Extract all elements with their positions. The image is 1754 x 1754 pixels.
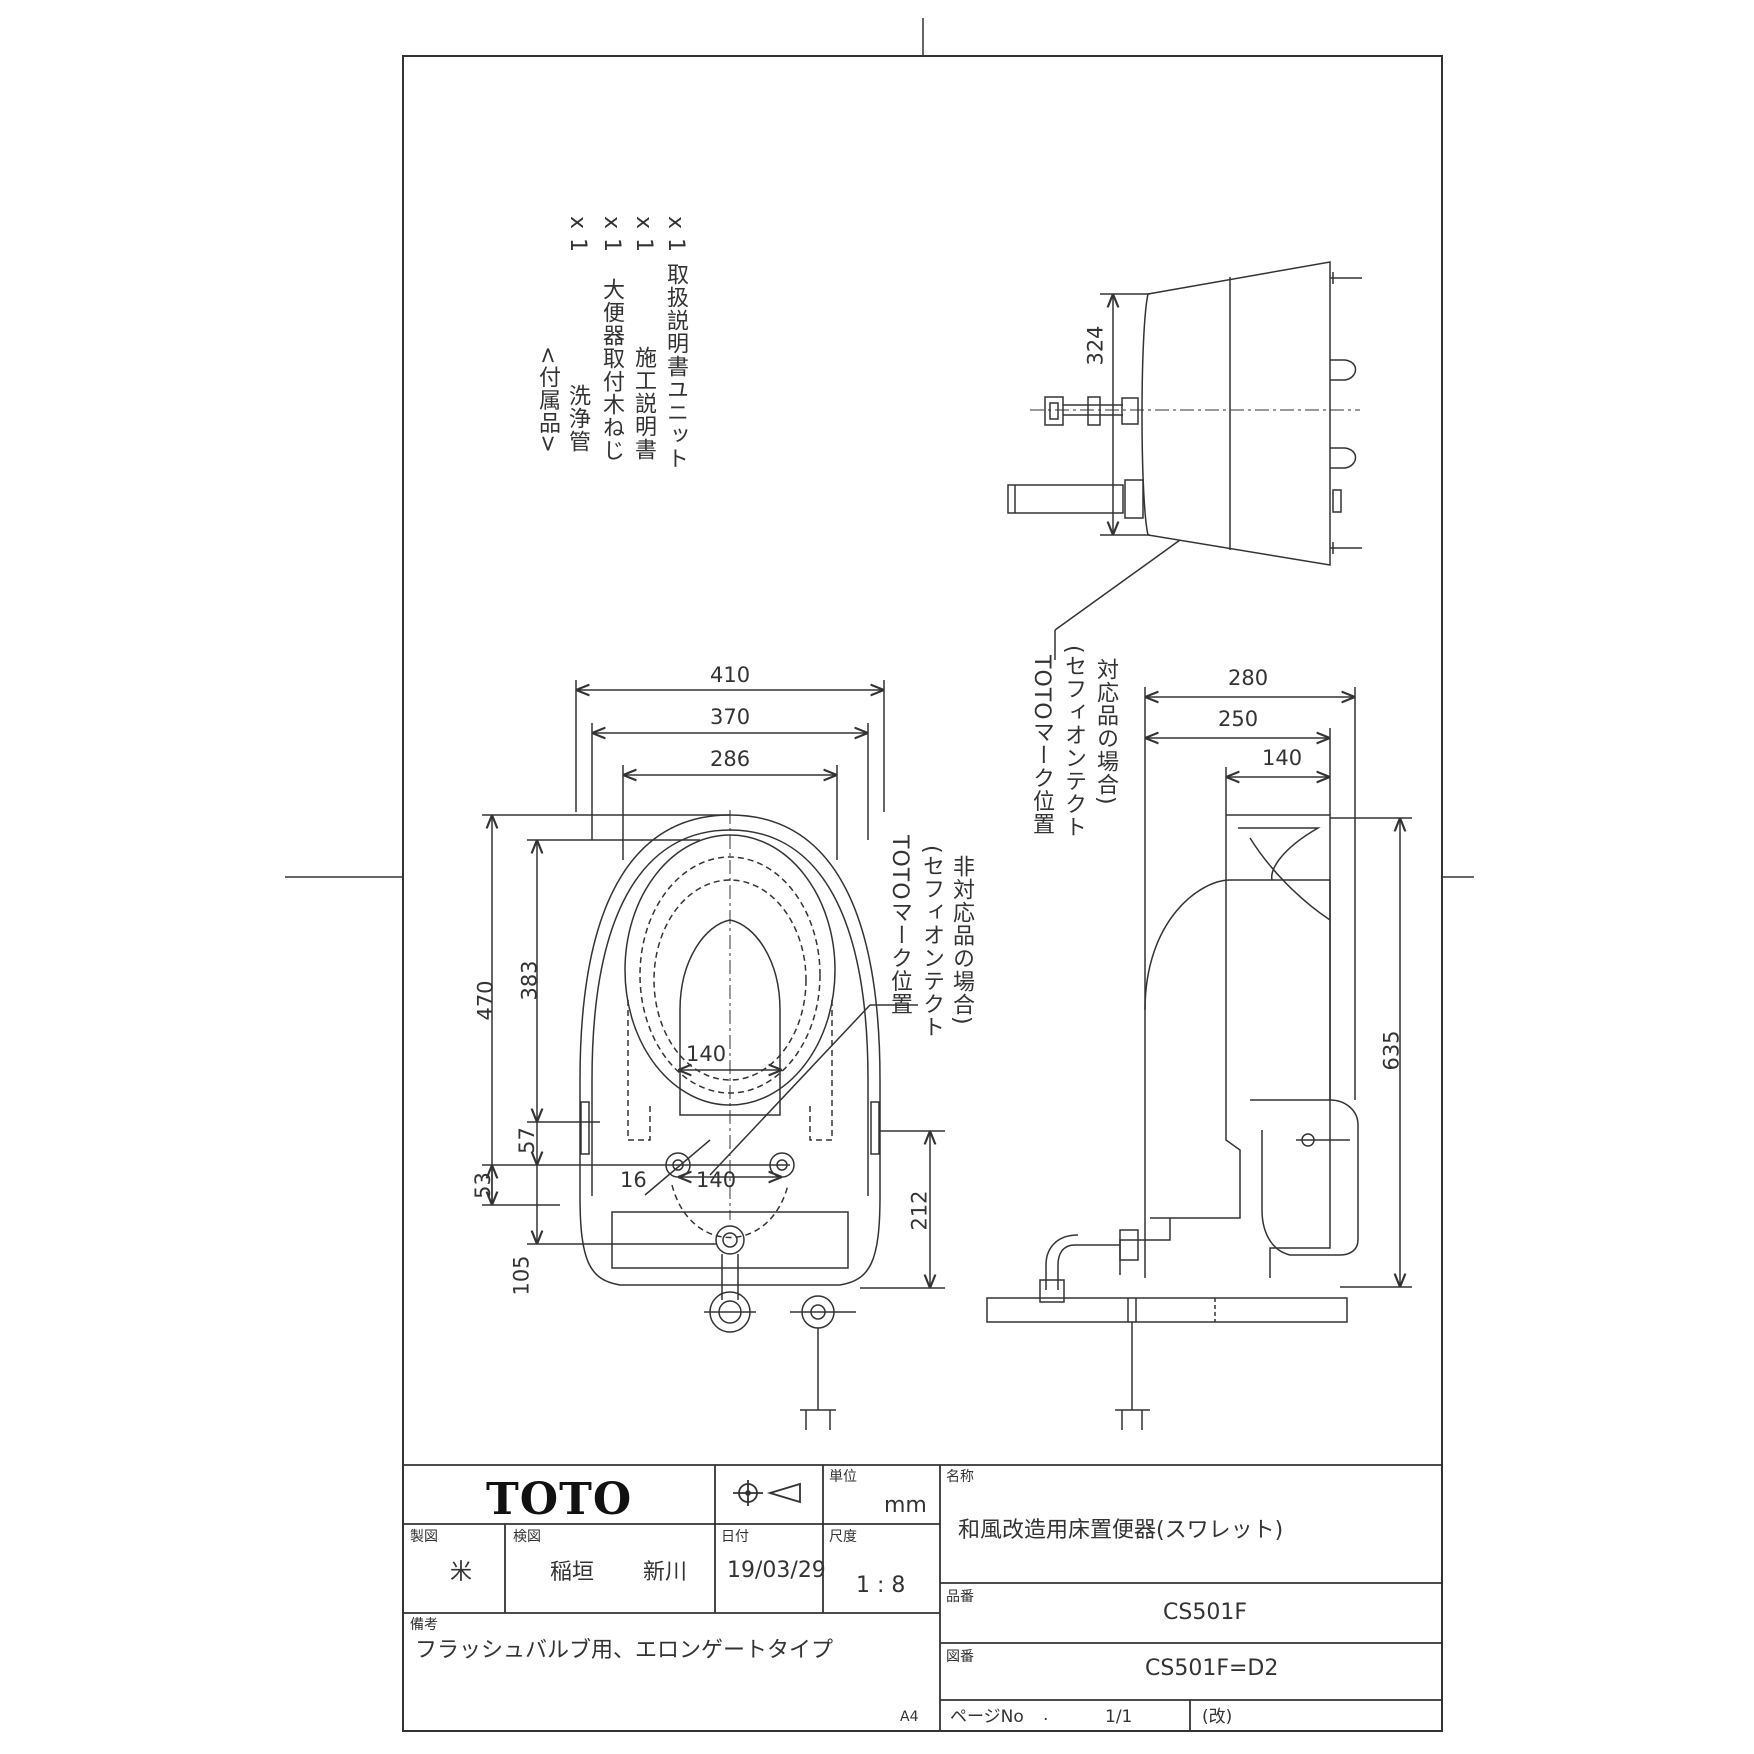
dim-label-635: 635 (1379, 1030, 1404, 1071)
top-mark-note-line2: (セフィオンテクト (1061, 645, 1086, 839)
date-label: 日付 (721, 1529, 749, 1545)
checker-value-1: 稲垣 (550, 1560, 595, 1585)
accessories-header: <付属品> (535, 346, 560, 454)
drawing-number-value: CS501F=D2 (1145, 1656, 1279, 1681)
dim-label-324: 324 (1083, 325, 1108, 366)
scale-value: 1 : 8 (856, 1573, 906, 1598)
dim-label-140-holes: 140 (696, 1168, 737, 1192)
dim-label-250: 250 (1218, 707, 1259, 731)
date-value: 19/03/29 (727, 1558, 826, 1583)
revision-mark: (改) (1202, 1707, 1233, 1727)
page-number-value: 1/1 (1105, 1707, 1133, 1727)
front-mark-note-line2: (セフィオンテクト (919, 845, 944, 1039)
side-view-drawing (986, 814, 1359, 1430)
name-label: 名称 (946, 1469, 974, 1485)
drafter-label: 製図 (410, 1529, 438, 1545)
dim-label-286: 286 (710, 747, 751, 771)
dim-label-370: 370 (710, 705, 751, 729)
accessory-item-qty: x 1 (565, 216, 590, 254)
scale-label: 尺度 (829, 1529, 857, 1545)
dim-label-470: 470 (473, 980, 498, 1021)
part-number-value: CS501F (1163, 1600, 1247, 1625)
dim-label-410: 410 (710, 663, 751, 687)
dim-label-280: 280 (1228, 666, 1269, 690)
dim-label-140-inner: 140 (686, 1042, 727, 1066)
part-number-label: 品番 (946, 1589, 974, 1605)
front-mark-note-line1: TOTOマーク位置 (887, 835, 912, 1016)
front-view-dimensions (482, 680, 945, 1289)
unit-label: 単位 (829, 1469, 857, 1485)
dim-label-212: 212 (907, 1190, 932, 1231)
top-mark-note-line3: 対応品の場合) (1093, 658, 1118, 806)
product-name: 和風改造用床置便器(スワレット) (958, 1518, 1284, 1543)
accessory-item-qty: x 1 (663, 216, 688, 254)
dim-label-105: 105 (509, 1255, 534, 1296)
remarks-value: フラッシュバルブ用、エロンゲートタイプ (415, 1638, 834, 1663)
dim-label-57: 57 (514, 1127, 539, 1154)
accessory-item-name: 大便器取付木ねじ (599, 278, 624, 462)
accessory-item-name: 洗浄管 (565, 384, 590, 453)
checker-value-2: 新川 (643, 1560, 688, 1585)
page-number-dot: . (1043, 1705, 1049, 1725)
accessory-item-name: 施工説明書 (631, 346, 656, 461)
title-block-lines (403, 1464, 1442, 1731)
remarks-label: 備考 (410, 1617, 438, 1633)
checker-label: 検図 (513, 1529, 541, 1545)
drawing-number-label: 図番 (946, 1649, 974, 1665)
unit-value: mm (884, 1493, 927, 1518)
side-view-dimensions (1144, 687, 1412, 1288)
front-view-drawing (579, 810, 881, 1430)
accessory-item-name: 取扱説明書ユニット (663, 263, 688, 470)
dim-label-53: 53 (470, 1172, 495, 1199)
front-mark-note-line3: 非対応品の場合) (949, 855, 974, 1026)
dim-label-383: 383 (517, 960, 542, 1001)
accessory-item-qty: x 1 (631, 216, 656, 254)
drafter-value: 米 (450, 1560, 473, 1585)
accessory-item-qty: x 1 (599, 216, 624, 254)
toto-logo: TOTO (486, 1474, 633, 1525)
top-view-dimensions (1054, 293, 1181, 660)
top-mark-note-line1: TOTOマーク位置 (1029, 655, 1054, 836)
dim-label-140-side: 140 (1262, 746, 1303, 770)
top-view-drawing (1007, 261, 1362, 566)
paper-size: A4 (900, 1709, 919, 1725)
page-number-label: ページNo (950, 1707, 1024, 1727)
dim-label-16: 16 (620, 1168, 647, 1192)
